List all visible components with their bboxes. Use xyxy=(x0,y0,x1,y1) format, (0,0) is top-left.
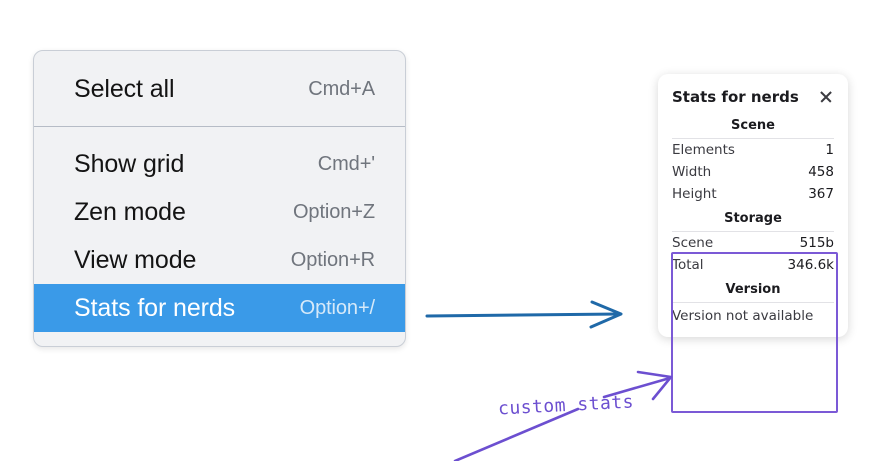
menu-item-shortcut: Option+/ xyxy=(299,296,375,319)
stats-panel-header: Stats for nerds xyxy=(658,84,848,112)
section-heading-scene: Scene xyxy=(731,118,775,133)
version-note: Version not available xyxy=(672,308,814,324)
menu-item-label: Show grid xyxy=(74,149,185,178)
stat-row-height: Height 367 xyxy=(658,183,848,205)
menu-item-show-grid[interactable]: Show grid Cmd+' xyxy=(34,140,405,188)
stat-value: 1 xyxy=(825,142,834,158)
menu-section-1: Select all Cmd+A xyxy=(34,51,405,126)
stat-key: Elements xyxy=(672,142,735,158)
menu-item-view-mode[interactable]: View mode Option+R xyxy=(34,236,405,284)
section-heading-version: Version xyxy=(725,282,781,297)
stat-key: Scene xyxy=(672,235,714,251)
stat-key: Total xyxy=(672,257,704,273)
menu-separator xyxy=(34,126,405,127)
stat-value: 346.6k xyxy=(787,257,834,273)
menu-item-shortcut: Option+R xyxy=(290,248,375,271)
stat-value: 458 xyxy=(808,164,834,180)
menu-item-select-all[interactable]: Select all Cmd+A xyxy=(34,65,405,113)
menu-item-label: Zen mode xyxy=(74,197,186,226)
stat-key: Height xyxy=(672,186,717,202)
divider xyxy=(672,302,834,303)
custom-stats-annotation-label: custom stats xyxy=(497,391,635,420)
menu-item-shortcut: Cmd+' xyxy=(317,152,375,175)
menu-section-2: Show grid Cmd+' Zen mode Option+Z View m… xyxy=(34,127,405,346)
menu-item-label: Select all xyxy=(74,74,175,103)
divider xyxy=(672,231,834,232)
menu-item-stats-for-nerds[interactable]: Stats for nerds Option+/ xyxy=(34,284,405,332)
stat-key: Width xyxy=(672,164,712,180)
section-heading-storage: Storage xyxy=(724,211,782,226)
divider xyxy=(672,138,834,139)
stat-row-elements: Elements 1 xyxy=(658,139,848,161)
stat-row-storage-scene: Scene 515b xyxy=(658,232,848,254)
stat-row-storage-total: Total 346.6k xyxy=(658,254,848,276)
stat-value: 367 xyxy=(808,186,834,202)
stats-panel-title: Stats for nerds xyxy=(672,88,799,106)
context-menu[interactable]: Select all Cmd+A Show grid Cmd+' Zen mod… xyxy=(33,50,406,347)
blue-arrow-icon xyxy=(425,300,623,329)
menu-item-label: View mode xyxy=(74,245,197,274)
menu-item-zen-mode[interactable]: Zen mode Option+Z xyxy=(34,188,405,236)
menu-item-shortcut: Cmd+A xyxy=(308,77,375,100)
menu-item-shortcut: Option+Z xyxy=(292,200,375,223)
close-icon[interactable] xyxy=(818,89,834,105)
menu-item-label: Stats for nerds xyxy=(74,293,236,322)
stat-row-width: Width 458 xyxy=(658,161,848,183)
stat-value: 515b xyxy=(799,235,834,251)
stats-for-nerds-panel: Stats for nerds Scene Elements 1 Width 4… xyxy=(658,74,848,337)
